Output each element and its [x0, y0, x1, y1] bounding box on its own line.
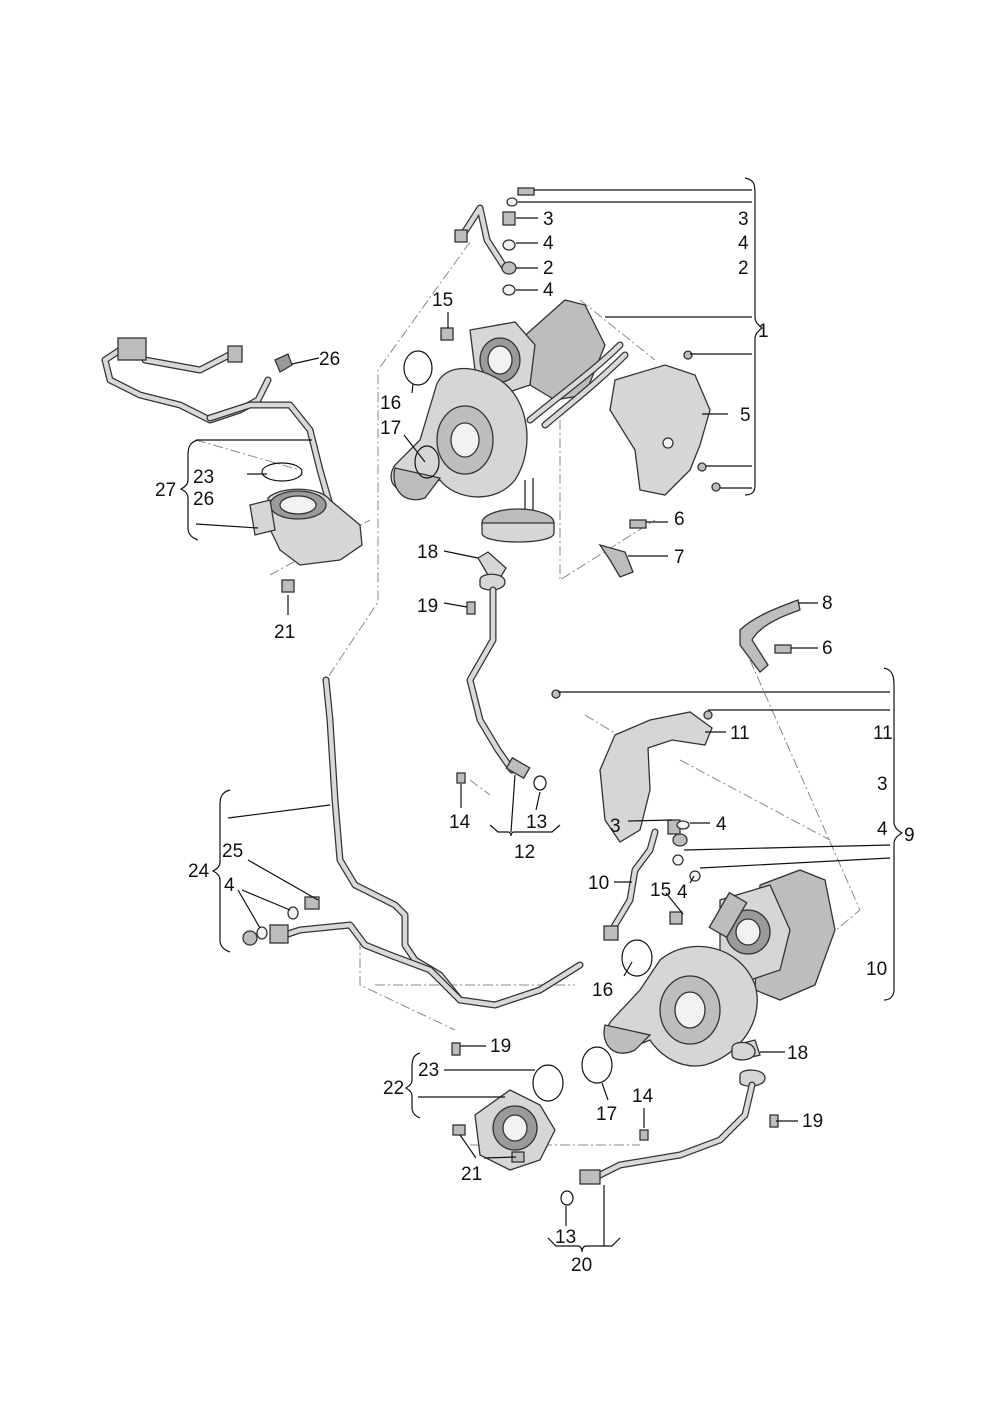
- callout-4: 4: [224, 875, 235, 896]
- callout-2: 2: [738, 258, 749, 279]
- callout-19: 19: [417, 596, 438, 617]
- callout-20: 20: [571, 1255, 592, 1276]
- coolant-flange-upper: [249, 462, 363, 593]
- callout-22: 22: [383, 1078, 404, 1099]
- callout-17: 17: [380, 418, 401, 439]
- turbocharger-upper: [390, 299, 629, 543]
- callout-15: 15: [432, 290, 453, 311]
- callout-21: 21: [274, 622, 295, 643]
- fasteners-upper: [440, 187, 721, 578]
- oil-return-line-lower: [560, 1041, 779, 1206]
- callout-21: 21: [461, 1164, 482, 1185]
- callout-15: 15: [650, 880, 671, 901]
- callout-25: 25: [222, 841, 243, 862]
- callout-4: 4: [738, 233, 749, 254]
- turbocharger-lower: [603, 869, 836, 1067]
- coolant-line-upper-left: [101, 337, 334, 509]
- callout-26: 26: [319, 349, 340, 370]
- callout-14: 14: [632, 1086, 654, 1107]
- callout-17: 17: [596, 1104, 617, 1125]
- callout-labels: 1 2 2 3 3 3 3 4 4 4 4 4 4 4 5 6 6 7 8 9 …: [155, 209, 915, 1276]
- o-rings-upper: [403, 350, 440, 479]
- callout-8: 8: [822, 593, 833, 614]
- callout-13: 13: [526, 812, 547, 833]
- callout-2: 2: [543, 258, 554, 279]
- bracket-8: [739, 599, 801, 673]
- callout-3: 3: [610, 816, 621, 837]
- callout-19: 19: [802, 1111, 823, 1132]
- callout-4: 4: [543, 233, 554, 254]
- callout-23: 23: [193, 467, 214, 488]
- callout-6: 6: [822, 638, 833, 659]
- callout-4: 4: [543, 280, 554, 301]
- callout-4: 4: [716, 814, 727, 835]
- callout-9: 9: [904, 825, 915, 846]
- callout-5: 5: [740, 405, 751, 426]
- heat-shield-lower: [551, 689, 713, 843]
- callout-3: 3: [877, 774, 888, 795]
- callout-26: 26: [193, 489, 214, 510]
- callout-14: 14: [449, 812, 471, 833]
- callout-16: 16: [380, 393, 401, 414]
- callout-27: 27: [155, 480, 176, 501]
- callout-6: 6: [674, 509, 685, 530]
- callout-13: 13: [555, 1227, 576, 1248]
- callout-4: 4: [877, 819, 888, 840]
- callout-3: 3: [543, 209, 554, 230]
- callout-12: 12: [514, 842, 535, 863]
- callout-18: 18: [417, 542, 438, 563]
- callout-10: 10: [866, 959, 887, 980]
- callout-10: 10: [588, 873, 609, 894]
- oil-return-line-upper: [456, 551, 547, 791]
- callout-3: 3: [738, 209, 749, 230]
- callout-7: 7: [674, 547, 685, 568]
- callout-18: 18: [787, 1043, 808, 1064]
- heat-shield-upper: [609, 364, 711, 496]
- callout-11: 11: [873, 723, 893, 744]
- callout-4: 4: [677, 882, 688, 903]
- callout-23: 23: [418, 1060, 439, 1081]
- coolant-line-lower: [242, 676, 584, 1056]
- callout-1: 1: [758, 321, 769, 342]
- coolant-flange-lower: [452, 1064, 564, 1171]
- oil-supply-line-upper: [454, 204, 509, 272]
- callout-11: 11: [730, 723, 750, 744]
- leader-lines: [179, 177, 904, 1253]
- callout-24: 24: [188, 861, 210, 882]
- callout-19: 19: [490, 1036, 511, 1057]
- callout-16: 16: [592, 980, 613, 1001]
- fasteners-lower: [581, 819, 701, 1084]
